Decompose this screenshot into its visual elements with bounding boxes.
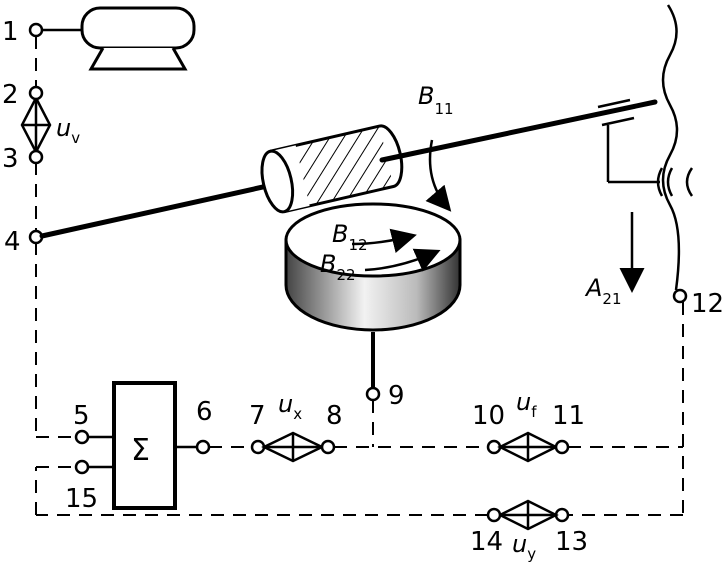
left-chain-lines	[35, 36, 76, 438]
label-13: 13	[555, 527, 588, 557]
gear-uy-icon	[497, 499, 559, 531]
gear-uv-icon	[20, 95, 52, 155]
summer-symbol: Σ	[131, 433, 150, 468]
label-14: 14	[470, 527, 503, 557]
node-6	[195, 439, 211, 455]
node-11	[554, 439, 570, 455]
node-12	[672, 288, 688, 304]
node-14	[486, 507, 502, 523]
label-4: 4	[4, 227, 21, 257]
label-11: 11	[552, 401, 585, 431]
gear-uy-label: uy	[512, 530, 536, 563]
label-3: 3	[2, 144, 19, 174]
gear-ux-label: ux	[278, 390, 302, 423]
gear-uf-label: uf	[516, 388, 537, 421]
node-1	[28, 22, 44, 38]
label-5: 5	[73, 401, 90, 431]
label-b22: B22	[320, 250, 356, 284]
node-2	[28, 85, 44, 101]
label-8: 8	[326, 401, 343, 431]
right-boundary-wave	[661, 4, 681, 291]
node-15	[74, 459, 90, 475]
label-7: 7	[249, 401, 266, 431]
node-9	[365, 386, 381, 402]
shaft-bearing	[597, 98, 694, 197]
gear-uv-label: uv	[56, 114, 80, 147]
motor-icon	[41, 6, 196, 71]
worm-icon	[256, 124, 404, 215]
label-2: 2	[2, 80, 19, 110]
label-b11: B11	[418, 82, 454, 118]
label-15: 15	[65, 484, 98, 514]
main-shaft	[39, 99, 658, 239]
summer-block	[112, 381, 177, 510]
node-8	[320, 439, 336, 455]
node-5	[74, 429, 90, 445]
label-a21: A21	[584, 274, 622, 308]
label-b12: B12	[332, 220, 368, 254]
label-12: 12	[691, 289, 722, 319]
label-1: 1	[2, 17, 19, 47]
label-6: 6	[196, 397, 213, 427]
label-9: 9	[388, 381, 405, 411]
gear-uf-icon	[497, 431, 559, 463]
disk-icon	[284, 202, 462, 332]
node-3	[28, 149, 44, 165]
gear-ux-icon	[261, 431, 325, 463]
label-10: 10	[472, 401, 505, 431]
rotation-arrow-b11	[425, 139, 452, 212]
